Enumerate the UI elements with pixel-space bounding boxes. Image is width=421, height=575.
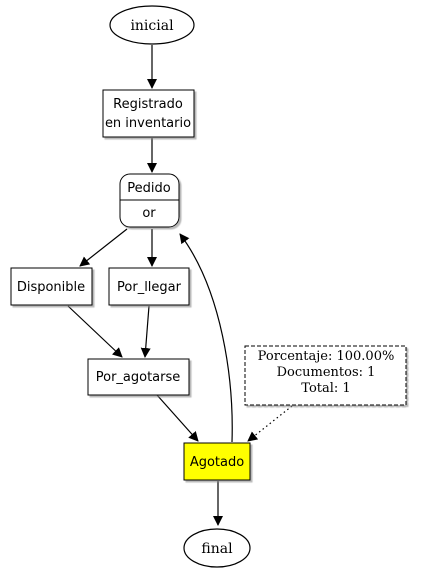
edge-pedido-disponible — [79, 228, 128, 267]
node-registrado-label-2: en inventario — [105, 116, 191, 131]
note-documents: Documentos: 1 — [277, 365, 376, 380]
node-por-llegar-label: Por_llegar — [117, 280, 182, 295]
node-registrado-label-1: Registrado — [113, 97, 183, 112]
edge-note-agotado — [247, 405, 293, 442]
edge-disponible-poragotarse — [67, 305, 123, 358]
node-inicial: inicial — [109, 5, 195, 45]
node-por-agotarse: Por_agotarse — [87, 358, 190, 396]
node-disponible-label: Disponible — [17, 280, 85, 295]
note-percentage: Porcentaje: 100.00% — [258, 349, 395, 364]
stats-note: Porcentaje: 100.00% Documentos: 1 Total:… — [244, 345, 407, 406]
node-pedido-sub: or — [142, 206, 156, 221]
node-pedido-title: Pedido — [127, 181, 170, 196]
node-disponible: Disponible — [10, 267, 93, 306]
edges — [67, 45, 293, 526]
node-registrado: Registrado en inventario — [102, 89, 195, 138]
node-final-label: final — [201, 541, 233, 557]
node-agotado-label: Agotado — [190, 455, 244, 470]
edge-porllegar-poragotarse — [140, 305, 151, 358]
edge-poragotarse-agotado — [156, 394, 199, 442]
edge-agotado-pedido — [179, 233, 233, 443]
node-por-agotarse-label: Por_agotarse — [96, 370, 181, 385]
node-por-llegar: Por_llegar — [108, 267, 190, 306]
note-total: Total: 1 — [301, 381, 350, 396]
node-inicial-label: inicial — [130, 18, 174, 34]
node-pedido: Pedido or — [119, 173, 180, 228]
node-agotado: Agotado — [183, 442, 251, 481]
node-final: final — [183, 528, 251, 568]
